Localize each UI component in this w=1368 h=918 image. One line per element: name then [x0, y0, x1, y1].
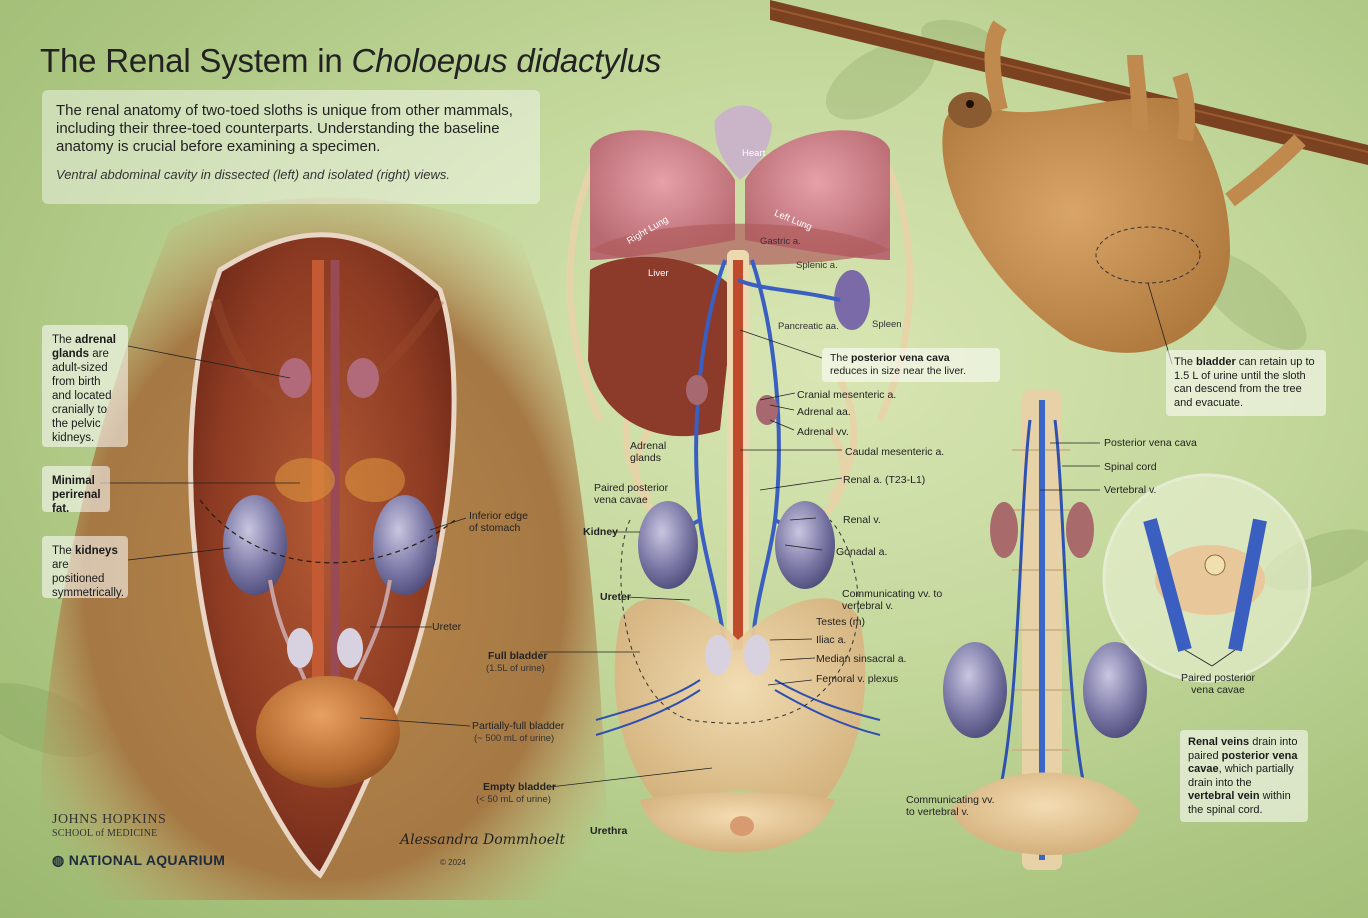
label-heart: Heart [742, 148, 766, 159]
intro-panel: The renal anatomy of two-toed sloths is … [42, 90, 540, 204]
label-cranial-mes: Cranial mesenteric a. [797, 389, 897, 401]
renal-note-t1: drain into paired [1188, 736, 1298, 762]
kidneys-note-post: are positioned symmetrically. [52, 559, 124, 599]
title-species: Choloepus didactylus [351, 42, 662, 79]
label-communicating-center: Communicating vv. to vertebral v. [842, 588, 943, 612]
adrenal-note-bold: adrenal glands [52, 334, 116, 360]
label-pancreatic: Pancreatic aa. [778, 321, 839, 332]
renal-note-t3: within the spinal cord. [1188, 790, 1291, 816]
label-testes: Testes (m) [816, 616, 866, 628]
pvc-note: The posterior vena cava reduces in size … [822, 348, 1000, 382]
aquarium-logo: ◍ NATIONAL AQUARIUM [52, 852, 225, 869]
label-renal-v: Renal v. [843, 514, 881, 526]
label-splenic: Splenic a. [796, 260, 838, 271]
kidneys-note-bold: kidneys [75, 545, 118, 557]
bladder-note: The bladder can retain up to 1.5 L of ur… [1166, 350, 1326, 416]
adrenal-note: The adrenal glands are adult-sized from … [42, 325, 128, 447]
label-renal-a: Renal a. (T23-L1) [843, 474, 926, 486]
label-pvc-right: Posterior vena cava [1104, 437, 1197, 449]
label-spinal-cord: Spinal cord [1104, 461, 1157, 473]
label-partial-bladder: Partially-full bladder [472, 720, 565, 732]
label-paired-pvc-center: Paired posterior vena cavae [594, 482, 669, 506]
kidneys-note: The kidneys are positioned symmetrically… [42, 536, 128, 599]
jhu-logo: JOHNS HOPKINS SCHOOL of MEDICINE [52, 812, 166, 839]
pvc-note-pre: The [830, 352, 852, 364]
adrenal-note-pre: The [52, 334, 76, 346]
label-adrenal-aa: Adrenal aa. [797, 406, 851, 418]
label-ureter-center: Ureter [600, 591, 631, 603]
label-gonadal: Gonadal a. [836, 546, 888, 558]
page-title: The Renal System in Choloepus didactylus [40, 42, 661, 80]
kidneys-note-pre: The [52, 545, 76, 557]
label-liver: Liver [648, 268, 669, 279]
adrenal-note-post: are adult-sized from birth and located c… [52, 348, 112, 444]
isolated-view [566, 105, 914, 853]
label-stomach: Inferior edge of stomach [469, 510, 528, 534]
leader-lines [100, 282, 1236, 788]
pvc-note-post: reduces in size near the liver. [830, 365, 966, 377]
label-adrenal-vv: Adrenal vv. [797, 426, 849, 438]
sloth-on-branch [769, 0, 1368, 353]
intro-paragraph: The renal anatomy of two-toed sloths is … [56, 102, 513, 155]
renal-veins-note: Renal veins drain into paired posterior … [1180, 730, 1308, 822]
dissected-view [39, 197, 610, 900]
intro-subtitle: Ventral abdominal cavity in dissected (l… [56, 167, 451, 182]
label-paired-pvc-right: Paired posterior vena cavae [1180, 672, 1256, 696]
label-kidney: Kidney [583, 526, 619, 538]
label-communicating-right: Communicating vv. to vertebral v. [906, 794, 995, 818]
bladder-note-pre: The [1174, 356, 1197, 368]
renal-note-b3: vertebral vein [1188, 790, 1260, 802]
jhu-logo-sub: SCHOOL of MEDICINE [52, 828, 158, 839]
artist-signature: Alessandra Dommhoelt [400, 832, 566, 848]
label-full-bladder-note: (1.5L of urine) [486, 663, 545, 674]
label-iliac: Iliac a. [816, 634, 847, 646]
label-full-bladder: Full bladder [488, 650, 548, 662]
bladder-note-post: can retain up to 1.5 L of urine until th… [1174, 356, 1315, 409]
perirenal-note: Minimal perirenal fat. [42, 466, 110, 515]
aquarium-logo-text: NATIONAL AQUARIUM [68, 852, 226, 868]
label-adrenal-glands: Adrenal glands [630, 440, 667, 464]
label-empty-bladder-note: (< 50 mL of urine) [476, 794, 551, 805]
renal-note-t2: , which partially drain into the [1188, 763, 1294, 789]
aquarium-logo-icon: ◍ [52, 852, 69, 868]
label-median-sacral: Median sinsacral a. [816, 653, 907, 665]
label-urethra: Urethra [590, 825, 628, 837]
title-text: The Renal System in [40, 42, 352, 79]
label-empty-bladder: Empty bladder [483, 781, 556, 793]
label-femoral: Femoral v. plexus [816, 673, 899, 685]
pvc-note-bold: posterior vena cava [851, 352, 950, 364]
renal-note-b1: Renal veins [1188, 736, 1250, 748]
copyright: © 2024 [440, 858, 466, 867]
label-left-ureter: Ureter [432, 621, 462, 633]
label-gastric: Gastric a. [760, 236, 801, 247]
spinal-view [943, 390, 1312, 870]
perirenal-note-bold: Minimal perirenal fat. [52, 475, 101, 515]
label-partial-bladder-note: (~ 500 mL of urine) [474, 733, 555, 744]
renal-note-b2: posterior vena cavae [1188, 749, 1298, 776]
label-vertebral: Vertebral v. [1104, 484, 1157, 496]
label-spleen: Spleen [872, 319, 902, 330]
jhu-logo-text: JOHNS HOPKINS [52, 812, 167, 827]
bladder-note-bold: bladder [1196, 356, 1236, 368]
label-caudal-mes: Caudal mesenteric a. [845, 446, 945, 458]
